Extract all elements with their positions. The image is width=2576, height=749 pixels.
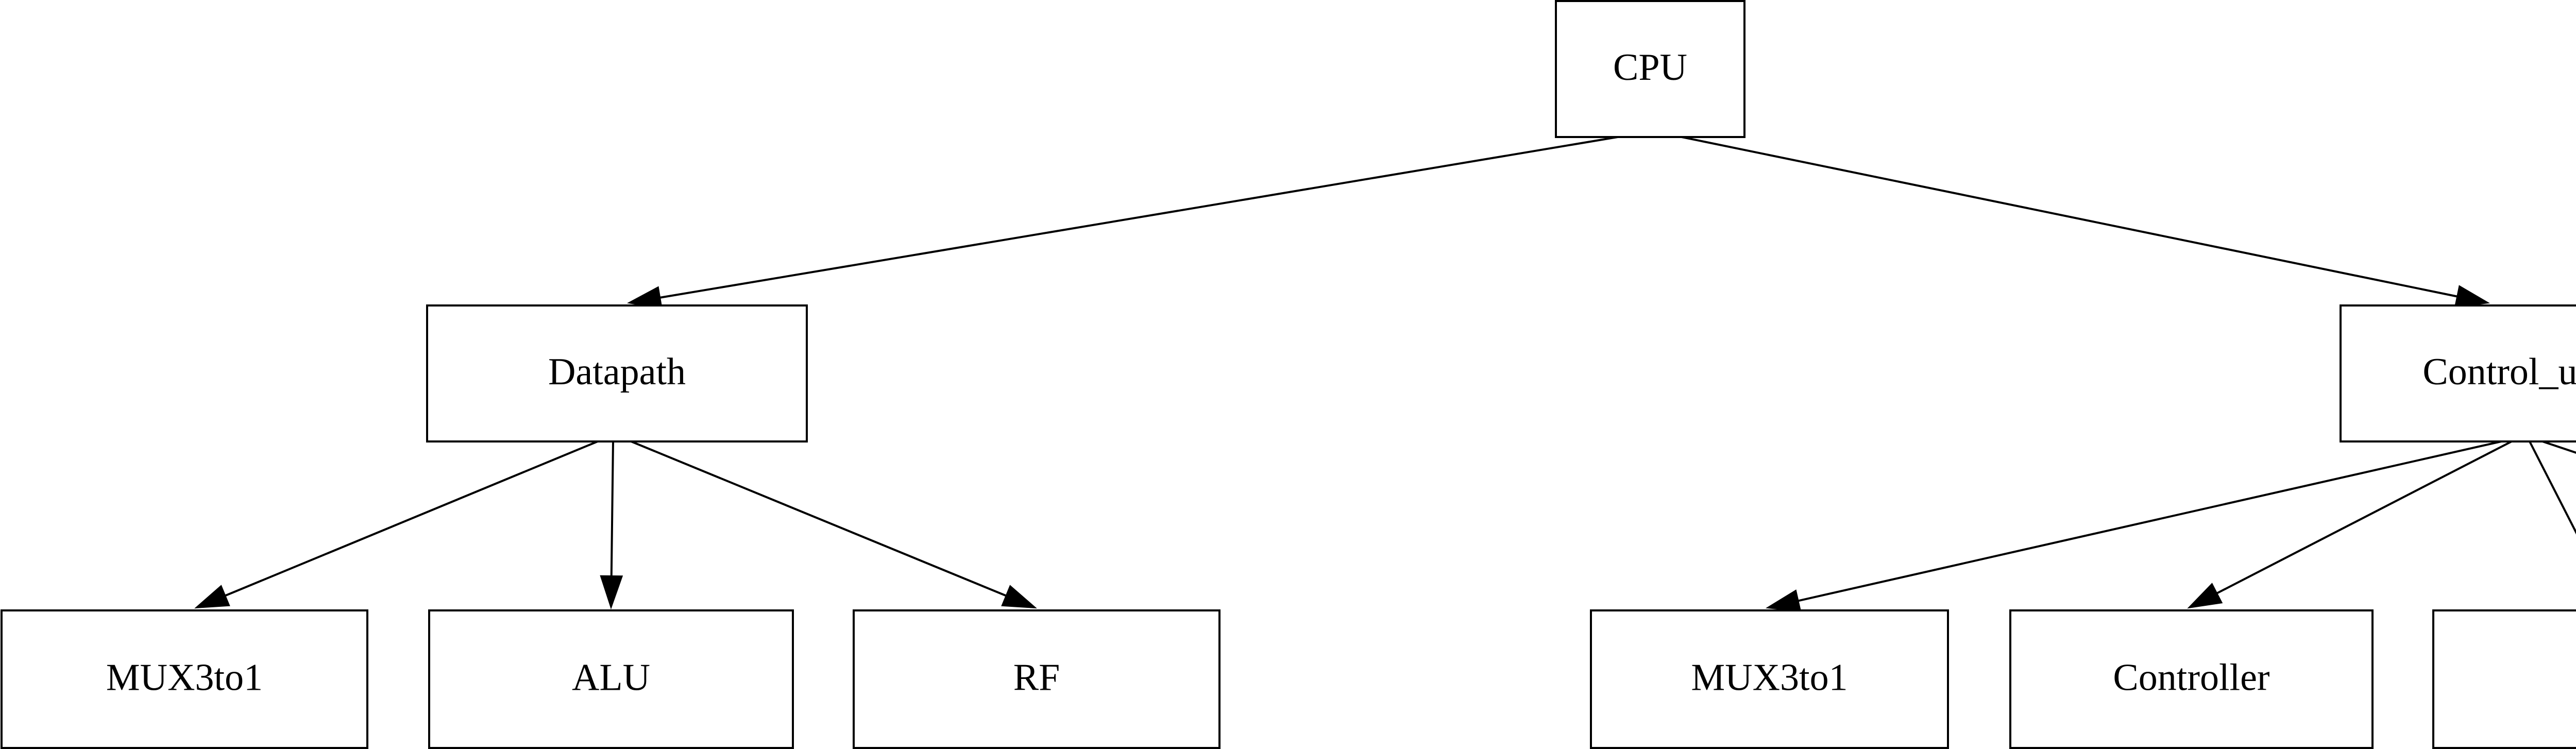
node-box[interactable] — [2340, 304, 2576, 442]
node-box[interactable] — [426, 304, 808, 442]
edge-control_unit-to-ir — [2542, 440, 2576, 454]
node-box[interactable] — [853, 609, 1221, 749]
edge-line — [610, 441, 614, 576]
node-box[interactable] — [2432, 609, 2576, 749]
arrowhead-icon — [1765, 589, 1802, 612]
node-controller[interactable]: Controller — [2009, 609, 2374, 749]
edge-line — [1681, 136, 2458, 298]
node-label: CPU — [1613, 46, 1687, 89]
edge-cpu-to-datapath — [626, 136, 1618, 309]
node-label: Controller — [2113, 656, 2269, 699]
edge-control_unit-to-controller — [2187, 440, 2512, 609]
node-mux3to1_dp[interactable]: MUX3to1 — [1, 609, 368, 749]
node-label: MUX3to1 — [106, 656, 263, 699]
edge-datapath-to-alu — [600, 441, 623, 610]
node-label: RF — [1013, 656, 1060, 699]
node-box[interactable] — [1590, 609, 1949, 749]
node-box[interactable] — [1, 609, 368, 749]
edge-line — [1798, 440, 2502, 602]
edge-line — [659, 136, 1618, 299]
edge-line — [2542, 440, 2576, 454]
node-label: ALU — [572, 656, 650, 699]
node-control_unit[interactable]: Control_unit — [2340, 304, 2576, 442]
node-box[interactable] — [2009, 609, 2374, 749]
edge-datapath-to-rf — [631, 440, 1037, 609]
arrowhead-icon — [1001, 585, 1037, 609]
edge-cpu-to-control_unit — [1681, 136, 2490, 308]
edge-datapath-to-mux3to1_dp — [194, 440, 598, 609]
edge-line — [631, 440, 1007, 597]
node-cpu[interactable]: CPU — [1555, 0, 1745, 138]
node-label: Datapath — [548, 351, 686, 393]
node-pc[interactable]: PC — [2432, 609, 2576, 749]
node-label: Control_unit — [2422, 351, 2576, 393]
node-box[interactable] — [1555, 0, 1745, 138]
node-label: MUX3to1 — [1691, 656, 1848, 699]
edge-line — [2529, 441, 2576, 535]
node-box[interactable] — [428, 609, 794, 749]
arrowhead-icon — [2454, 285, 2490, 308]
edge-control_unit-to-mux3to1_cu — [1765, 440, 2502, 612]
arrowhead-icon — [194, 585, 230, 609]
edge-control_unit-to-pc — [2529, 441, 2576, 535]
edges-layer — [194, 136, 2576, 612]
edge-line — [225, 440, 598, 597]
node-datapath[interactable]: Datapath — [426, 304, 808, 442]
arrowhead-icon — [2187, 583, 2223, 609]
node-mux3to1_cu[interactable]: MUX3to1 — [1590, 609, 1949, 749]
node-rf[interactable]: RF — [853, 609, 1221, 749]
edge-line — [2216, 440, 2512, 594]
arrowhead-icon — [600, 575, 623, 610]
node-alu[interactable]: ALU — [428, 609, 794, 749]
